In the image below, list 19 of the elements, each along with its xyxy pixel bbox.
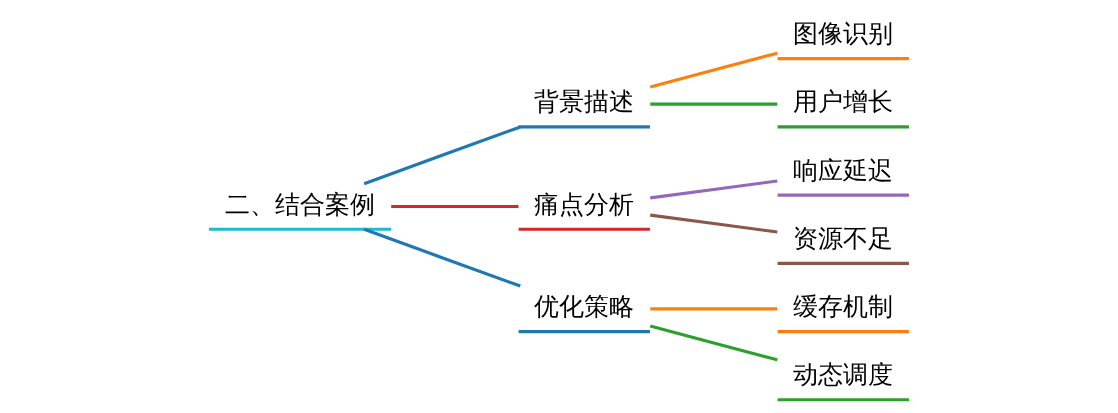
connector — [363, 125, 521, 186]
node-text: 背景描述 — [534, 87, 635, 117]
connector — [650, 179, 778, 200]
node-text: 缓存机制 — [793, 292, 894, 322]
connector — [649, 51, 778, 89]
connector — [650, 102, 778, 106]
node-text: 痛点分析 — [534, 189, 635, 219]
connector — [650, 213, 778, 234]
connector — [363, 227, 521, 288]
node-text: 优化策略 — [534, 292, 635, 322]
connector — [649, 324, 778, 362]
node-text: 用户增长 — [793, 87, 894, 117]
node-text: 响应延迟 — [793, 155, 894, 185]
node-text: 动态调度 — [793, 360, 894, 390]
connector — [391, 204, 519, 209]
node-text: 资源不足 — [793, 223, 894, 253]
connector — [650, 307, 778, 311]
node-text: 二、结合案例 — [225, 189, 376, 219]
node-text: 图像识别 — [793, 19, 894, 49]
